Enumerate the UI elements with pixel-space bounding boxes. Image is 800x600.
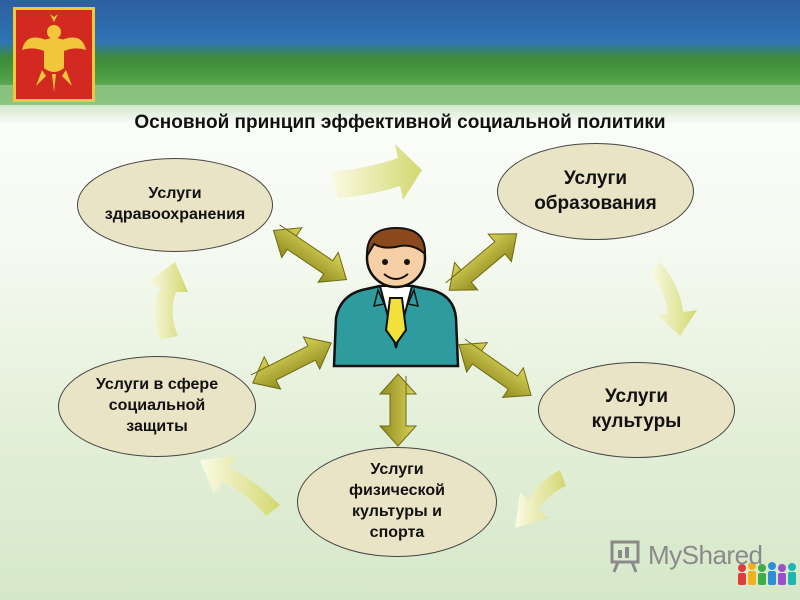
node-health: Услуги здравоохранения [77, 158, 273, 252]
node-sport: Услуги физической культуры и спорта [297, 447, 497, 557]
node-education-label: Услуги образования [534, 167, 657, 214]
node-sport-label: Услуги физической культуры и спорта [349, 461, 445, 541]
double-arrow-social [250, 336, 332, 390]
double-arrow-sport [378, 373, 418, 447]
person-icon [332, 226, 460, 368]
double-arrow-culture [458, 338, 532, 398]
people-icon [738, 562, 796, 585]
watermark-text: MyShared [648, 540, 763, 570]
cycle-arrow-bottom-left [200, 456, 280, 516]
node-social: Услуги в сфере социальной защиты [58, 356, 256, 457]
header-fade [0, 85, 800, 125]
cycle-arrow-right-lower [515, 470, 566, 528]
node-culture: Услуги культуры [538, 362, 735, 458]
coat-of-arms-icon [13, 7, 95, 102]
node-culture-label: Услуги культуры [591, 386, 682, 432]
node-social-label: Услуги в сфере социальной защиты [95, 376, 219, 435]
cycle-arrow-right-upper [650, 262, 697, 336]
cycle-arrow-top [330, 144, 422, 200]
presentation-board-icon [610, 540, 640, 573]
double-arrow-education [445, 233, 518, 291]
node-education: Услуги образования [497, 143, 694, 240]
cycle-arrow-left [148, 262, 188, 340]
slide-title: Основной принцип эффективной социальной … [134, 112, 666, 133]
double-arrow-health [272, 224, 348, 283]
node-health-label: Услуги здравоохранения [104, 185, 246, 223]
